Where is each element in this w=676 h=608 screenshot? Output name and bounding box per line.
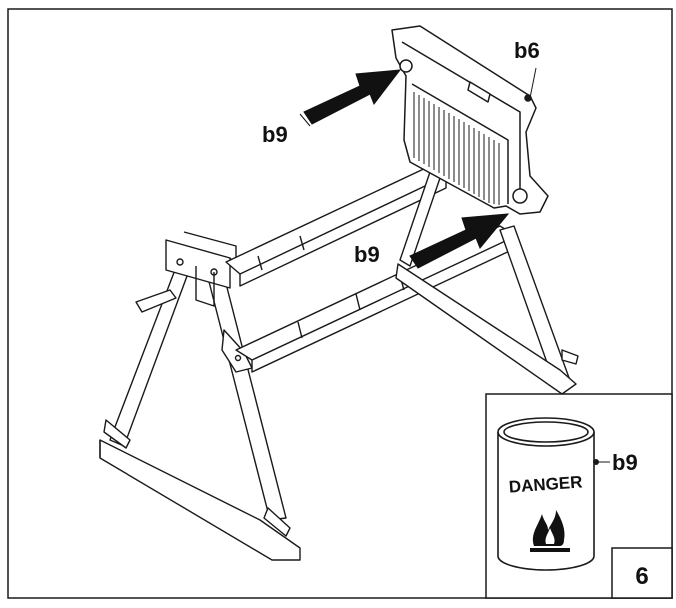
callout-b9-can: b9: [612, 450, 638, 475]
step-number: 6: [635, 563, 648, 590]
cooling-fins: [413, 92, 500, 205]
work-stand: [99, 165, 579, 561]
arrow-upper: [303, 69, 402, 125]
left-a-frame: [99, 231, 301, 561]
callout-b9-upper: b9: [262, 122, 288, 147]
callout-b6: b6: [514, 38, 540, 63]
arrow-lower: [409, 213, 510, 269]
inset-panel: DANGER b9 6: [485, 393, 673, 599]
engine-cover: [391, 25, 549, 215]
leader-b6: [529, 67, 537, 99]
arrow-icon: [299, 69, 402, 127]
right-a-frame: [395, 171, 579, 395]
arrow-icon: [409, 213, 510, 269]
paint-can: [497, 417, 595, 571]
step-number-box: [611, 547, 673, 599]
flame-icon: [530, 510, 570, 552]
callout-b9-lower: b9: [354, 242, 380, 267]
figure-border: [7, 8, 673, 599]
